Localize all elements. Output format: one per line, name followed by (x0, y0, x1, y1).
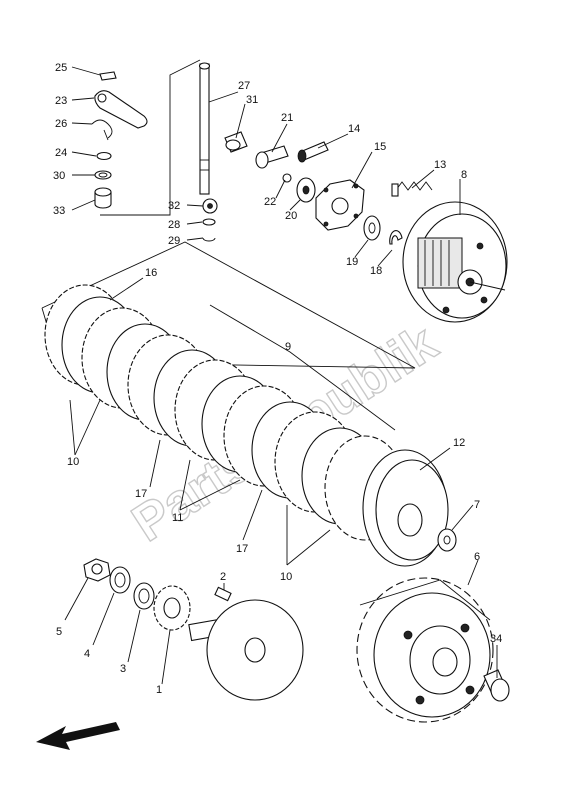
callout-26: 26 (55, 118, 67, 130)
spacer-34 (483, 669, 510, 702)
callout-15: 15 (374, 141, 386, 153)
front-direction-arrow-icon (36, 722, 120, 750)
callout-8: 8 (461, 169, 467, 181)
callout-19: 19 (346, 256, 358, 268)
shaft-27 (199, 63, 210, 195)
callout-13: 13 (434, 159, 446, 171)
seal-30 (94, 170, 112, 180)
clutch-boss-8 (402, 201, 508, 323)
callout-31: 31 (246, 94, 258, 106)
callout-20: 20 (285, 210, 297, 222)
callout-21: 21 (281, 112, 293, 124)
callout-33: 33 (53, 205, 65, 217)
callout-11: 11 (172, 512, 183, 524)
callout-6: 6 (474, 551, 480, 563)
washer-7 (437, 528, 457, 552)
callout-labels: 25 23 26 24 30 33 27 31 21 14 15 13 8 22… (53, 62, 502, 696)
callout-7: 7 (474, 499, 480, 511)
primary-group (83, 558, 304, 701)
plate-stack (41, 241, 457, 567)
lever-23 (94, 90, 148, 129)
callout-2: 2 (220, 571, 226, 583)
washer-28 (202, 218, 216, 226)
callout-4: 4 (84, 648, 90, 660)
pin-2 (214, 586, 232, 602)
callout-30: 30 (53, 170, 65, 182)
callout-32: 32 (168, 200, 180, 212)
callout-16: 16 (145, 267, 157, 279)
bearing-19 (363, 215, 381, 241)
callout-17b: 17 (236, 543, 248, 555)
spring-26 (91, 119, 113, 141)
lock-washer-4 (109, 566, 131, 594)
callout-25: 25 (55, 62, 67, 74)
callout-28: 28 (168, 219, 180, 231)
callout-24: 24 (55, 147, 67, 159)
callout-18: 18 (370, 265, 382, 277)
callout-23: 23 (55, 95, 67, 107)
spring-13 (395, 181, 433, 191)
callout-12: 12 (453, 437, 465, 449)
primary-gear-1 (153, 585, 304, 701)
callout-3: 3 (120, 663, 126, 675)
callout-34: 34 (490, 633, 502, 645)
washer-24 (96, 151, 112, 161)
callout-5: 5 (56, 626, 62, 638)
push-lever-group (91, 59, 248, 242)
clip-25 (99, 71, 117, 81)
callout-22: 22 (264, 196, 276, 208)
washer-3 (133, 582, 155, 610)
callout-29: 29 (168, 235, 180, 247)
callout-17: 17 (135, 488, 147, 500)
leader-lines (64, 66, 498, 685)
circlip-29 (202, 237, 216, 242)
clutch-housing-6 (356, 577, 494, 723)
pressure-plate-12 (362, 449, 449, 567)
plates (44, 284, 406, 541)
callout-1: 1 (156, 684, 162, 696)
callout-14: 14 (348, 123, 360, 135)
washer-18 (389, 230, 403, 245)
callout-10: 10 (67, 456, 79, 468)
pressure-plate-group (255, 141, 508, 323)
callout-10b: 10 (280, 571, 292, 583)
callout-27: 27 (238, 80, 250, 92)
callout-9: 9 (285, 341, 291, 353)
